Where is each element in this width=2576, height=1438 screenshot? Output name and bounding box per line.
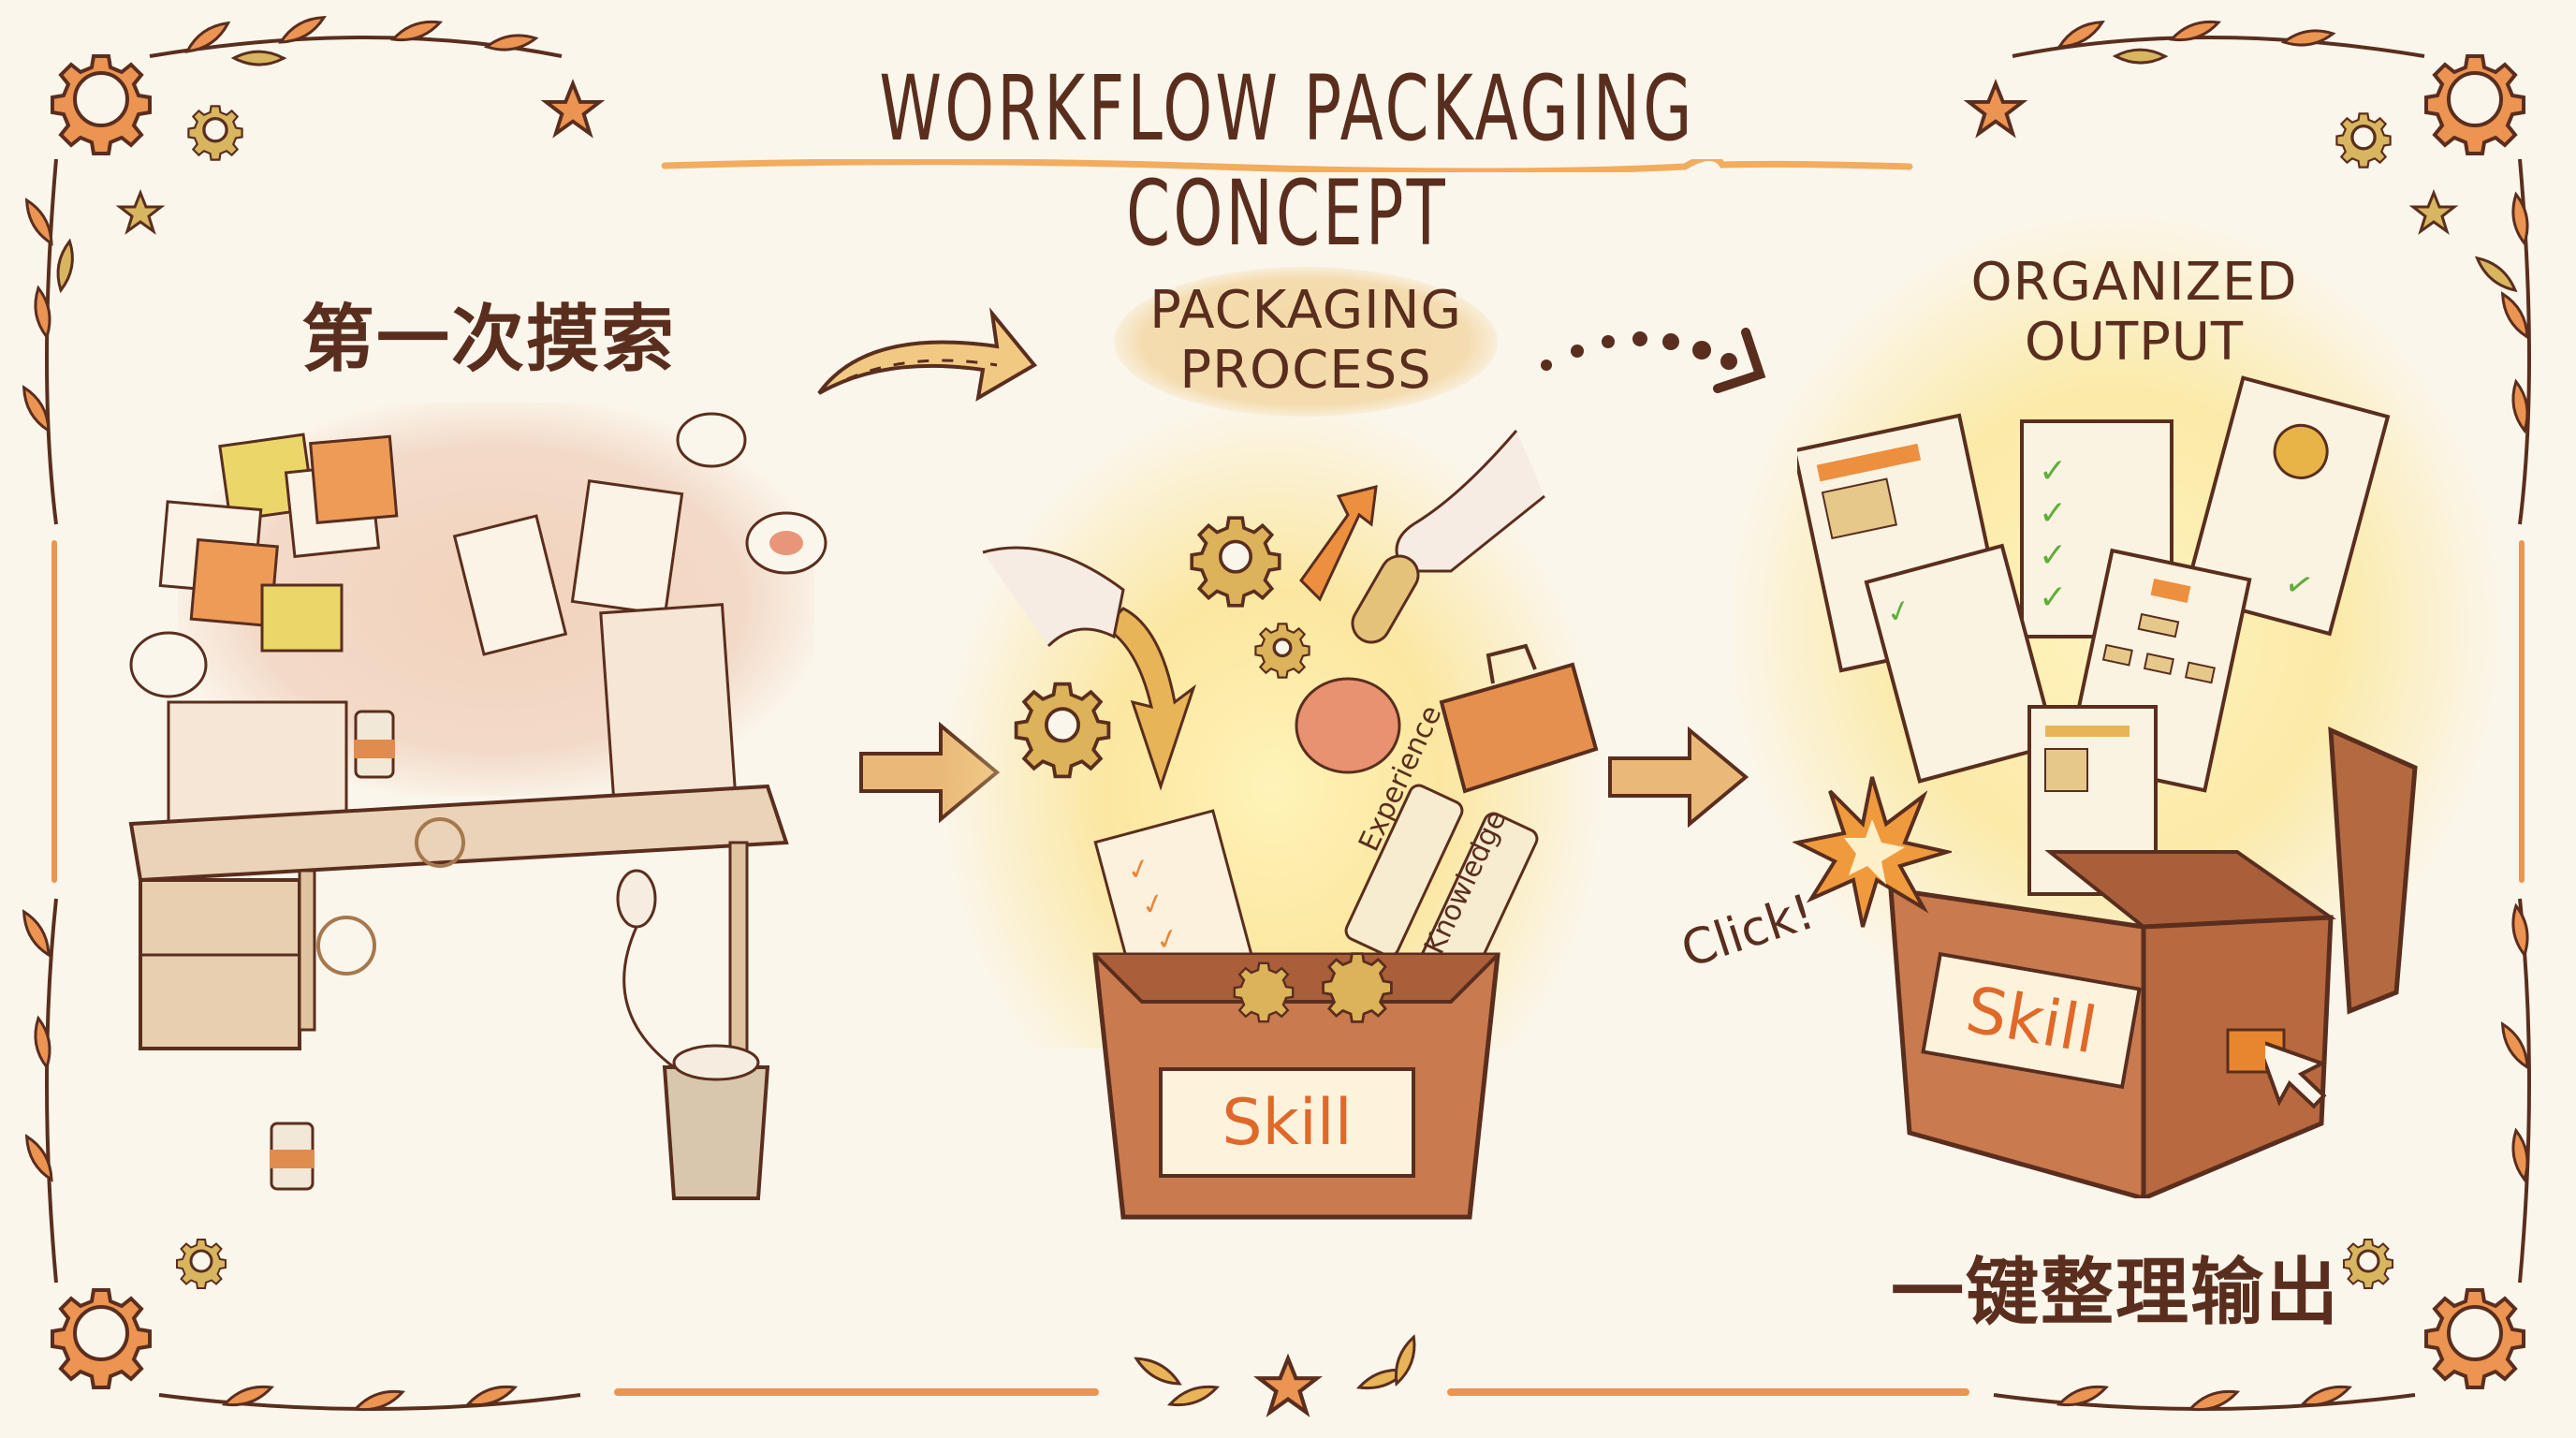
page-title: WORKFLOW PACKAGING CONCEPT <box>879 56 1695 266</box>
hand-icon <box>1395 430 1545 573</box>
mouse-cursor-icon <box>2265 1036 2327 1109</box>
arrow-down-icon <box>1102 607 1196 791</box>
scroll-experience <box>1344 784 1464 958</box>
svg-text:✓: ✓ <box>2039 536 2067 575</box>
svg-text:✓: ✓ <box>2039 494 2067 533</box>
click-burst-icon <box>1793 776 1952 928</box>
stage-label-background <box>1114 267 1498 417</box>
gear-icon <box>2343 1239 2393 1289</box>
sticky-note <box>260 583 344 653</box>
svg-text:✓: ✓ <box>2039 452 2067 491</box>
gear-icon <box>187 105 243 161</box>
gear-icon <box>2424 1288 2525 1389</box>
packaging-items-illustration: ✓ ✓ ✓ <box>982 430 1599 983</box>
star-icon <box>1259 1358 1317 1412</box>
speech-bubble-icon <box>129 631 208 698</box>
skill-label: Skill <box>1159 1067 1415 1178</box>
paper-note <box>570 478 684 617</box>
scroll-icon <box>1351 554 1420 644</box>
desk-top <box>128 784 789 883</box>
stage-label-packaging-process: PACKAGING PROCESS <box>1149 280 1462 402</box>
gear-icon <box>1233 961 1295 1023</box>
gear-icon <box>176 1239 227 1289</box>
skill-box-opened <box>1888 726 2418 1198</box>
stage-label-first-exploration: 第一次摸索 <box>301 298 677 382</box>
box-lid <box>2328 726 2418 1015</box>
desk-drawers <box>139 878 301 1050</box>
stage-label-organized-output: ORGANIZED OUTPUT <box>1970 252 2298 374</box>
gear-icon <box>1254 623 1310 679</box>
svg-text:✓: ✓ <box>2039 579 2067 617</box>
paper-note <box>452 514 568 656</box>
certificate-document-icon: ✓ <box>2182 375 2391 637</box>
hand-icon <box>982 546 1125 648</box>
brain-icon <box>769 531 803 555</box>
gear-icon <box>2424 54 2525 155</box>
paper-stack <box>167 700 348 826</box>
stage-label-one-click-output: 一键整理输出 <box>1891 1251 2341 1335</box>
title-underline <box>661 159 1913 172</box>
checklist-document-icon: ✓ ✓ ✓ <box>1093 809 1256 983</box>
gear-icon <box>1014 682 1111 779</box>
block-arrow-icon <box>1608 726 1749 829</box>
speech-bubble-icon <box>676 412 747 468</box>
messy-desk-illustration <box>128 412 827 1200</box>
arrow-up-icon <box>1299 485 1378 602</box>
gear-icon <box>51 54 152 155</box>
todo-document-icon: ✓ <box>1864 543 2058 784</box>
curved-arrow-icon <box>817 307 1038 402</box>
star-icon <box>1967 81 2025 136</box>
gear-icon <box>1322 952 1393 1023</box>
brain-icon <box>1295 677 1401 774</box>
toolbox-icon <box>1439 643 1599 794</box>
gear-icon <box>2335 112 2392 169</box>
trash-bin-icon <box>662 1065 770 1200</box>
sticky-note <box>309 434 399 524</box>
output-documents-illustration: ✓ ✓ ✓ ✓ ✓ ✓ <box>1797 375 2391 896</box>
star-icon <box>118 191 163 233</box>
star-icon <box>544 81 602 136</box>
gear-icon <box>1190 516 1281 608</box>
computer-mouse-icon <box>616 869 657 929</box>
gear-icon <box>51 1288 152 1389</box>
